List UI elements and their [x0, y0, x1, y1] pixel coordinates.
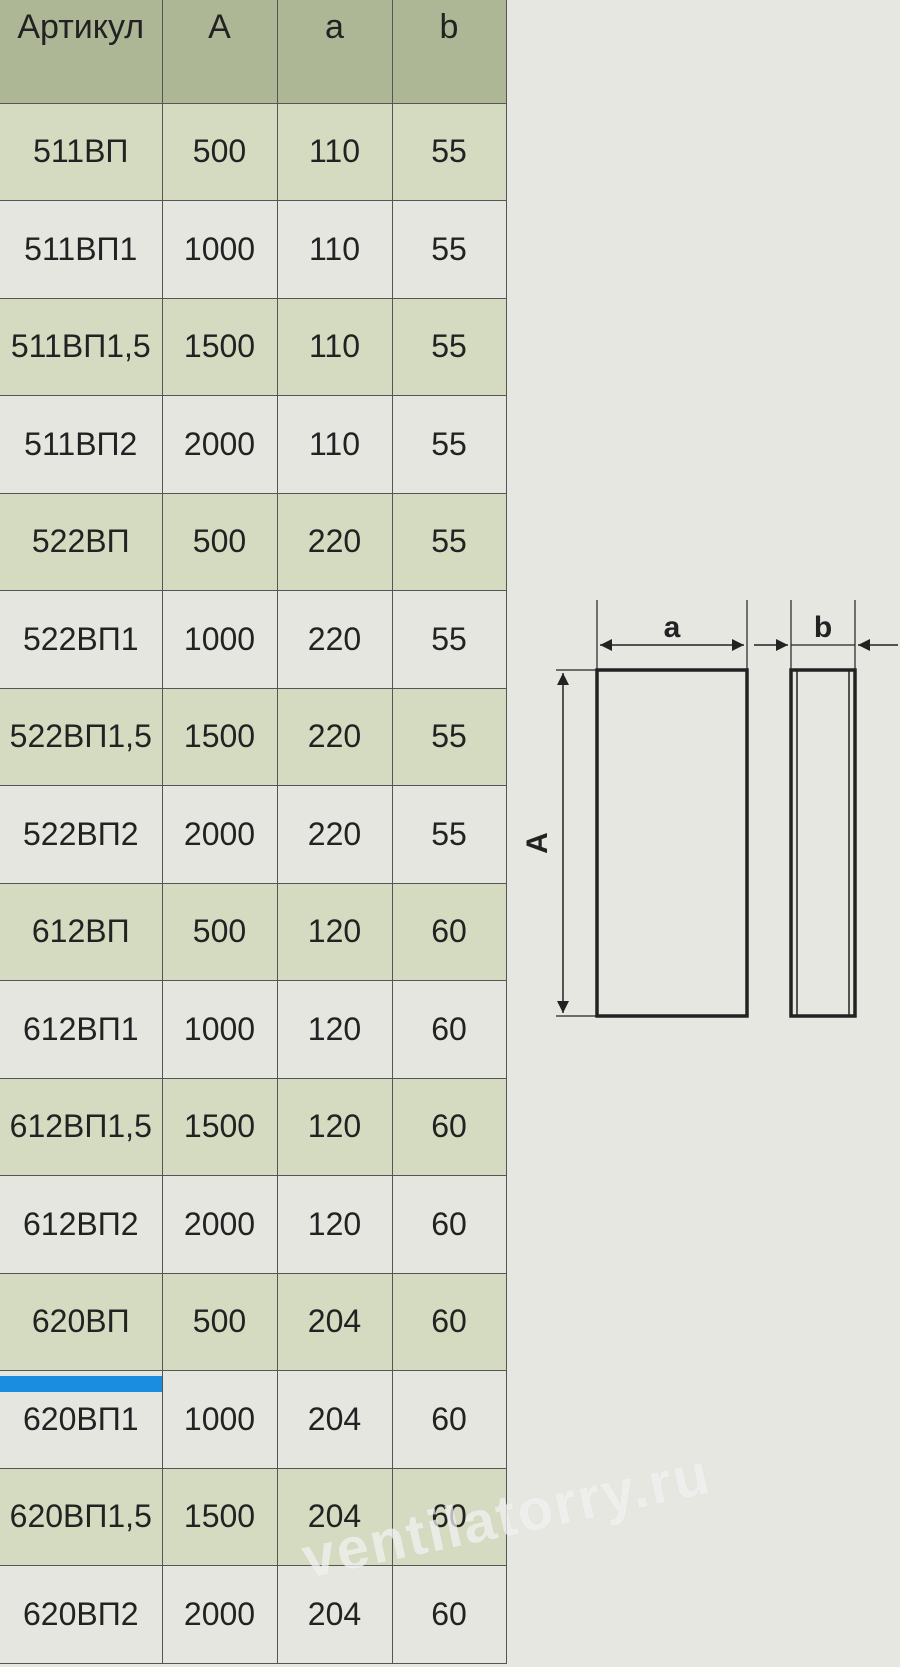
cell-length: 500	[162, 493, 278, 591]
cell-depth: 55	[392, 785, 507, 884]
cell-article: 620ВП1,5	[0, 1468, 163, 1566]
cell-width: 120	[277, 1078, 393, 1176]
cell-article: 511ВП	[0, 103, 163, 201]
cell-article: 620ВП	[0, 1273, 163, 1371]
header-depth: b	[392, 0, 507, 104]
cell-width: 110	[277, 103, 393, 201]
cell-width: 220	[277, 590, 393, 689]
header-length: A	[162, 0, 278, 104]
cell-length: 1500	[162, 1468, 278, 1566]
cell-depth: 55	[392, 298, 507, 396]
cell-width: 120	[277, 1175, 393, 1274]
cell-depth: 55	[392, 200, 507, 299]
cell-depth: 55	[392, 493, 507, 591]
cell-depth: 55	[392, 103, 507, 201]
cell-width: 204	[277, 1565, 393, 1664]
cell-article: 620ВП2	[0, 1565, 163, 1664]
cell-depth: 60	[392, 1273, 507, 1371]
cell-depth: 55	[392, 590, 507, 689]
cell-length: 1000	[162, 590, 278, 689]
dimension-label-b: b	[814, 611, 832, 644]
cell-width: 204	[277, 1370, 393, 1469]
dimension-label-a: a	[664, 611, 681, 644]
cell-depth: 60	[392, 883, 507, 981]
cell-width: 220	[277, 493, 393, 591]
cell-article: 522ВП1,5	[0, 688, 163, 786]
cell-depth: 55	[392, 395, 507, 494]
cell-width: 110	[277, 298, 393, 396]
header-article: Артикул	[0, 0, 163, 104]
cell-article: 511ВП2	[0, 395, 163, 494]
cell-width: 204	[277, 1273, 393, 1371]
cell-width: 110	[277, 395, 393, 494]
side-view-outline	[789, 668, 857, 1018]
cell-article: 522ВП2	[0, 785, 163, 884]
cell-article: 612ВП1,5	[0, 1078, 163, 1176]
cell-length: 2000	[162, 395, 278, 494]
cell-length: 1000	[162, 200, 278, 299]
front-view-outline	[595, 668, 749, 1018]
cell-length: 1500	[162, 688, 278, 786]
cell-length: 2000	[162, 1565, 278, 1664]
cell-length: 1000	[162, 980, 278, 1079]
cell-article: 522ВП1	[0, 590, 163, 689]
header-width: a	[277, 0, 393, 104]
cell-depth: 60	[392, 1370, 507, 1469]
cell-length: 1500	[162, 1078, 278, 1176]
cell-depth: 60	[392, 980, 507, 1079]
cell-length: 1000	[162, 1370, 278, 1469]
cell-width: 120	[277, 883, 393, 981]
selection-indicator	[0, 1376, 162, 1392]
cell-width: 204	[277, 1468, 393, 1566]
cell-length: 500	[162, 103, 278, 201]
cell-article: 612ВП1	[0, 980, 163, 1079]
cell-width: 220	[277, 785, 393, 884]
cell-article: 511ВП1,5	[0, 298, 163, 396]
cell-length: 2000	[162, 785, 278, 884]
table-header: Артикул A a b	[0, 0, 507, 104]
header-row: Артикул A a b	[0, 0, 507, 104]
cell-width: 220	[277, 688, 393, 786]
cell-depth: 60	[392, 1175, 507, 1274]
cell-width: 110	[277, 200, 393, 299]
cell-depth: 60	[392, 1078, 507, 1176]
cell-depth: 60	[392, 1468, 507, 1566]
cell-article: 612ВП2	[0, 1175, 163, 1274]
cell-article: 522ВП	[0, 493, 163, 591]
cell-length: 500	[162, 883, 278, 981]
cell-length: 500	[162, 1273, 278, 1371]
cell-article: 612ВП	[0, 883, 163, 981]
cell-length: 2000	[162, 1175, 278, 1274]
cell-article: 511ВП1	[0, 200, 163, 299]
dimension-label-A: A	[521, 832, 554, 854]
cell-depth: 55	[392, 688, 507, 786]
cell-depth: 60	[392, 1565, 507, 1664]
cell-width: 120	[277, 980, 393, 1079]
dimension-diagram: a A b	[521, 600, 898, 1018]
cell-length: 1500	[162, 298, 278, 396]
